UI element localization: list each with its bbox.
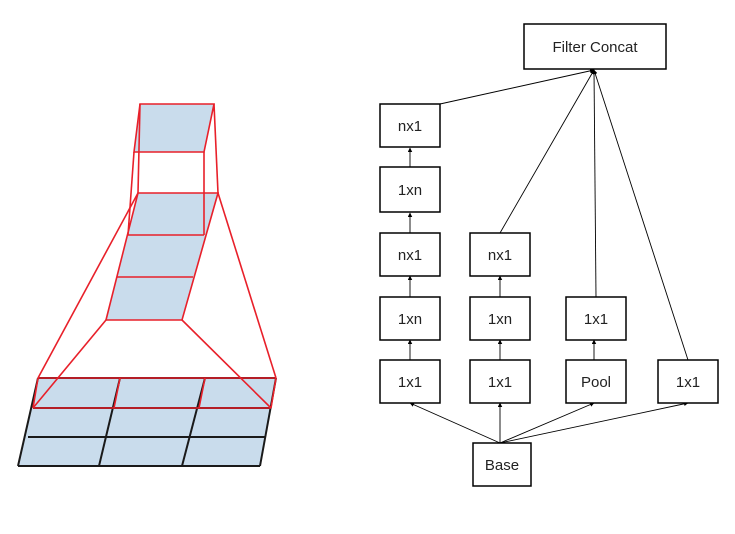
edges-concat <box>439 68 689 361</box>
branch3-pool-label: Pool <box>581 374 611 391</box>
branch2-1x1-label: 1x1 <box>488 374 512 391</box>
input-grid-fill <box>18 378 276 466</box>
pyramid-edges <box>32 192 277 409</box>
inception-diagram: Filter Concat nx1 1xn nx1 1xn 1x1 nx1 <box>379 23 719 487</box>
branch2-1xn-label: 1xn <box>488 311 512 328</box>
branch3-1x1-node: 1x1 <box>565 296 627 341</box>
input-grid-active-row <box>32 377 277 409</box>
branch1-1xn-lower-label: 1xn <box>398 311 422 328</box>
filter-concat-label: Filter Concat <box>552 39 638 56</box>
middle-column <box>104 192 220 321</box>
branch4-1x1-node: 1x1 <box>657 359 719 404</box>
branch1-1x1-node: 1x1 <box>379 359 441 404</box>
branch4-1x1-label: 1x1 <box>676 374 700 391</box>
branch1-1xn-upper-node: 1xn <box>379 166 441 213</box>
base-node: Base <box>472 442 532 487</box>
base-label: Base <box>485 457 519 474</box>
branch1-nx1-lower-label: nx1 <box>398 247 422 264</box>
branch1-1xn-upper-label: 1xn <box>398 182 422 199</box>
branch2-1x1-node: 1x1 <box>469 359 531 404</box>
branch1-1xn-lower-node: 1xn <box>379 296 441 341</box>
top-cell <box>127 103 219 236</box>
branch1-nx1-top-label: nx1 <box>398 118 422 135</box>
branch2-1xn-node: 1xn <box>469 296 531 341</box>
edges-chains <box>407 147 597 360</box>
branch1-1x1-label: 1x1 <box>398 374 422 391</box>
branch3-1x1-label: 1x1 <box>584 311 608 328</box>
middle-column-fill <box>106 193 218 320</box>
edges-base <box>409 401 689 444</box>
branch2-nx1-node: nx1 <box>469 232 531 277</box>
receptive-field-illustration <box>17 103 277 467</box>
branch1-nx1-top-node: nx1 <box>379 103 441 148</box>
input-grid <box>17 377 277 467</box>
filter-concat-node: Filter Concat <box>523 23 667 70</box>
branch1-nx1-lower-node: nx1 <box>379 232 441 277</box>
branch2-nx1-label: nx1 <box>488 247 512 264</box>
top-cell-fill <box>134 104 214 152</box>
branch3-pool-node: Pool <box>565 359 627 404</box>
top-cell-outline <box>127 103 219 236</box>
